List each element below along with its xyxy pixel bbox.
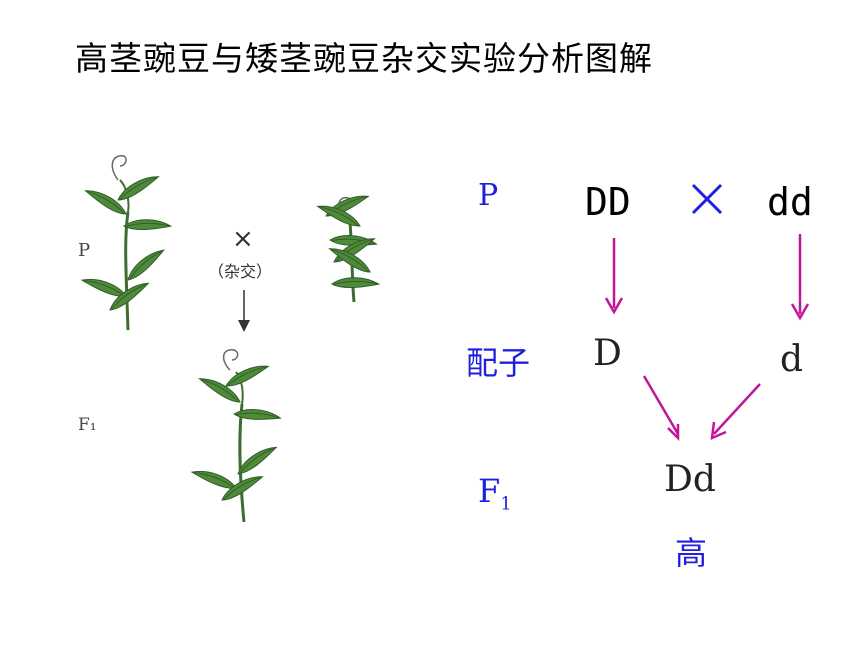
arrowhead-dd-to-d xyxy=(604,297,624,315)
short-pea-plant-parent xyxy=(314,193,380,303)
cross-mark xyxy=(691,183,723,215)
arrow-d-lower-to-offspring xyxy=(713,383,761,435)
parent-genotype-dominant: DD xyxy=(585,180,631,224)
illustration-label-f1: F₁ xyxy=(78,415,97,435)
cross-down-arrow xyxy=(238,290,250,332)
row-label-f1: F1 xyxy=(478,472,512,514)
arrowhead-dd-lower-to-d xyxy=(790,303,810,321)
genetic-arrows xyxy=(604,234,810,442)
gamete-dominant: D xyxy=(593,333,622,374)
page-title: 高茎豌豆与矮茎豌豆杂交实验分析图解 xyxy=(75,39,653,78)
row-label-f1-main: F xyxy=(478,472,501,510)
offspring-genotype: Dd xyxy=(664,459,716,500)
row-label-parents: P xyxy=(478,178,499,213)
gamete-recessive: d xyxy=(780,339,804,380)
tall-pea-plant-parent xyxy=(79,155,172,331)
offspring-phenotype: 高 xyxy=(675,534,708,572)
arrowhead-d-lower-to-offspring xyxy=(710,421,727,441)
illustration-cross-text: （杂交） xyxy=(208,262,273,281)
row-label-gametes: 配子 xyxy=(466,344,531,382)
row-label-f1-sub: 1 xyxy=(500,493,512,515)
illustration-label-p: P xyxy=(78,240,91,261)
arrowhead-d-to-offspring xyxy=(667,424,680,442)
parent-genotype-recessive: dd xyxy=(767,180,813,224)
tall-pea-plant-f1 xyxy=(189,349,282,523)
arrow-d-to-offspring xyxy=(642,375,680,435)
illustration-cross-symbol: × xyxy=(232,224,254,254)
